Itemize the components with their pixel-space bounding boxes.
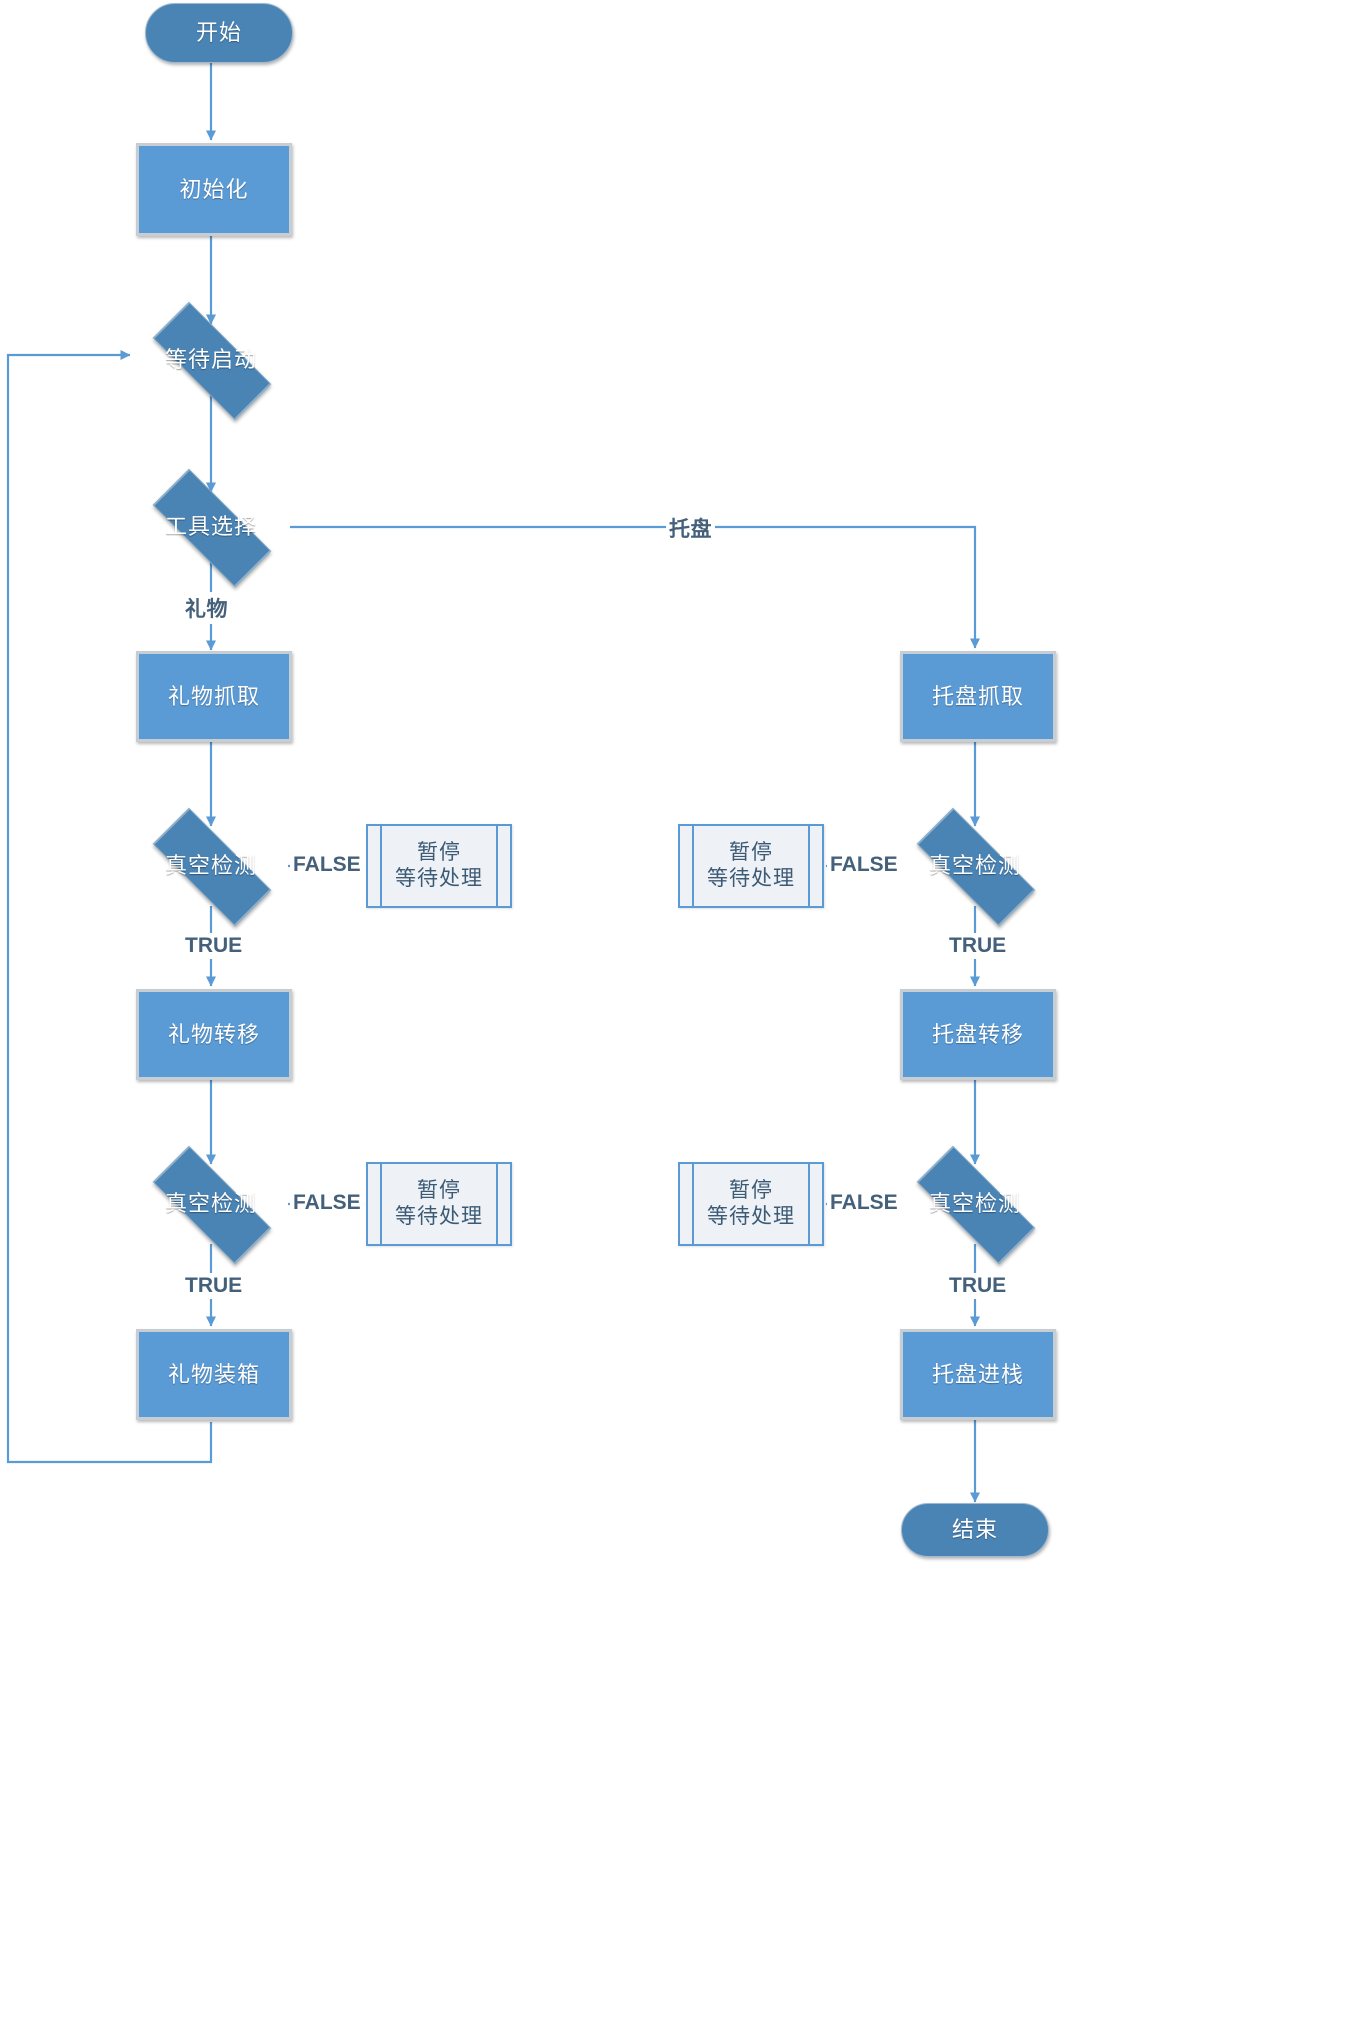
node-tray-pause-2[interactable]: 暂停 等待处理 (678, 1162, 824, 1246)
edge-label-gift-vac2-true: TRUE (182, 1273, 246, 1299)
node-gift-vacuum-1-label: 真空检测 (164, 853, 257, 879)
node-gift-pause-1[interactable]: 暂停 等待处理 (366, 824, 512, 908)
edge-tool-to-traypick (290, 525, 980, 649)
node-tray-pause-2-line1: 暂停 (729, 1178, 773, 1202)
node-gift-vacuum-1[interactable]: 真空检测 (131, 807, 291, 927)
node-init[interactable]: 初始化 (136, 143, 292, 236)
node-tray-pick-label: 托盘抓取 (931, 683, 1024, 709)
node-gift-boxing-label: 礼物装箱 (167, 1361, 260, 1387)
node-wait-start[interactable]: 等待启动 (131, 301, 291, 421)
node-gift-pause-2-line1: 暂停 (417, 1178, 461, 1202)
node-tray-pause-1-line2: 等待处理 (707, 867, 795, 890)
node-tool-select-label: 工具选择 (164, 514, 257, 540)
node-start[interactable]: 开始 (145, 3, 293, 63)
node-tool-select[interactable]: 工具选择 (131, 468, 291, 588)
node-tray-pause-2-line2: 等待处理 (707, 1205, 795, 1228)
node-wait-start-label: 等待启动 (164, 347, 257, 373)
node-gift-vacuum-2-label: 真空检测 (164, 1191, 257, 1217)
edge-label-gift-vac1-true: TRUE (182, 933, 246, 959)
node-gift-transfer-label: 礼物转移 (167, 1021, 260, 1047)
edge-label-gift-vac1-false: FALSE (290, 852, 364, 878)
node-tray-pause-1-line1: 暂停 (729, 840, 773, 864)
node-init-label: 初始化 (179, 176, 249, 202)
node-gift-boxing[interactable]: 礼物装箱 (136, 1329, 292, 1420)
node-tray-transfer-label: 托盘转移 (931, 1021, 1024, 1047)
node-tray-pick[interactable]: 托盘抓取 (900, 651, 1056, 742)
node-gift-transfer[interactable]: 礼物转移 (136, 989, 292, 1080)
node-gift-pause-1-line2: 等待处理 (395, 867, 483, 890)
node-tray-stack[interactable]: 托盘进栈 (900, 1329, 1056, 1420)
node-end[interactable]: 结束 (901, 1503, 1049, 1557)
node-gift-pause-2-line2: 等待处理 (395, 1205, 483, 1228)
node-gift-pause-1-line1: 暂停 (417, 840, 461, 864)
edge-label-tray-vac2-false: FALSE (827, 1190, 901, 1216)
node-gift-pause-2[interactable]: 暂停 等待处理 (366, 1162, 512, 1246)
edge-label-tray-vac1-true: TRUE (946, 933, 1010, 959)
node-tray-transfer[interactable]: 托盘转移 (900, 989, 1056, 1080)
edge-label-gift-vac2-false: FALSE (290, 1190, 364, 1216)
node-tray-pause-1[interactable]: 暂停 等待处理 (678, 824, 824, 908)
edge-label-tray-vac2-true: TRUE (946, 1273, 1010, 1299)
node-tray-vacuum-1-label: 真空检测 (928, 853, 1021, 879)
node-gift-vacuum-2[interactable]: 真空检测 (131, 1145, 291, 1265)
edge-label-tray-vac1-false: FALSE (827, 852, 901, 878)
node-tray-vacuum-2[interactable]: 真空检测 (895, 1145, 1055, 1265)
node-gift-pick[interactable]: 礼物抓取 (136, 651, 292, 742)
node-tray-stack-label: 托盘进栈 (931, 1361, 1024, 1387)
node-end-label: 结束 (951, 1517, 998, 1543)
node-start-label: 开始 (195, 20, 242, 46)
edge-label-gift-branch: 礼物 (182, 592, 231, 624)
node-gift-pick-label: 礼物抓取 (167, 683, 260, 709)
node-tray-vacuum-2-label: 真空检测 (928, 1191, 1021, 1217)
edge-label-tray-branch: 托盘 (666, 512, 715, 544)
node-tray-vacuum-1[interactable]: 真空检测 (895, 807, 1055, 927)
